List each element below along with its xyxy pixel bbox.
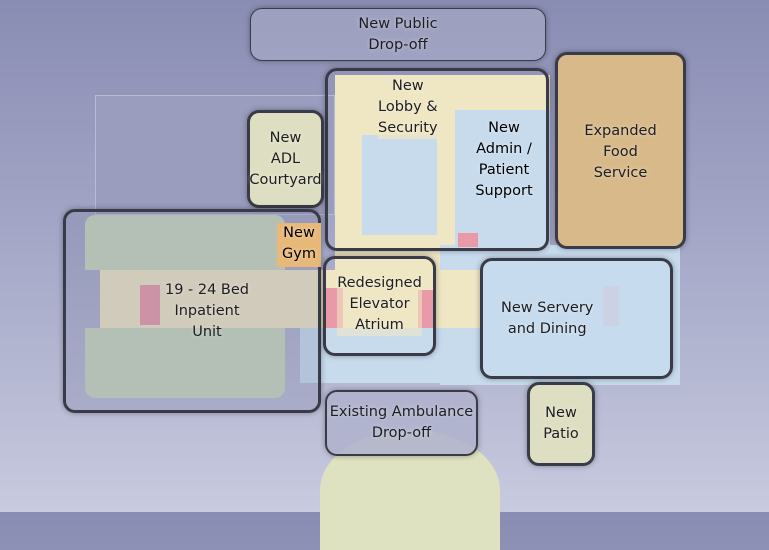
zone-public-dropoff[interactable]: New Public Drop-off (250, 8, 546, 61)
zone-label: New Public Drop-off (358, 15, 438, 53)
elevator-core (140, 285, 160, 325)
zone-label: 19 - 24 Bed Inpatient Unit (164, 281, 250, 340)
zone-servery-dining[interactable]: New Servery and Dining (480, 258, 673, 379)
elevator-core (458, 233, 478, 247)
zone-label: New Lobby & Security (378, 76, 438, 139)
building-lobby-room (362, 135, 437, 235)
inpatient-rooms-north (85, 215, 285, 270)
zone-adl-courtyard[interactable]: New ADL Courtyard (247, 110, 324, 208)
zone-label: New Gym (282, 225, 316, 262)
zone-food-service[interactable]: Expanded Food Service (555, 52, 686, 249)
zone-elevator-atrium[interactable]: Redesigned Elevator Atrium (323, 256, 436, 356)
zone-label: Redesigned Elevator Atrium (337, 273, 422, 336)
zone-patio[interactable]: New Patio (527, 382, 595, 466)
zone-label: New Servery and Dining (501, 299, 594, 337)
building-admin-area (455, 110, 550, 245)
zone-admin-patient-support[interactable]: New Admin / Patient Support (465, 118, 543, 202)
zone-label: New ADL Courtyard (249, 129, 322, 188)
zone-lobby-security[interactable]: New Lobby & Security (325, 68, 549, 251)
zone-label: Existing Ambulance Drop-off (329, 404, 474, 441)
zone-label: Expanded Food Service (584, 123, 657, 181)
zone-label: New Patio (543, 405, 579, 442)
zone-ambulance-dropoff[interactable]: Existing Ambulance Drop-off (325, 390, 478, 456)
inpatient-rooms-south (85, 328, 285, 398)
zone-gym[interactable]: New Gym (277, 223, 321, 267)
zone-label: New Admin / Patient Support (475, 120, 533, 199)
